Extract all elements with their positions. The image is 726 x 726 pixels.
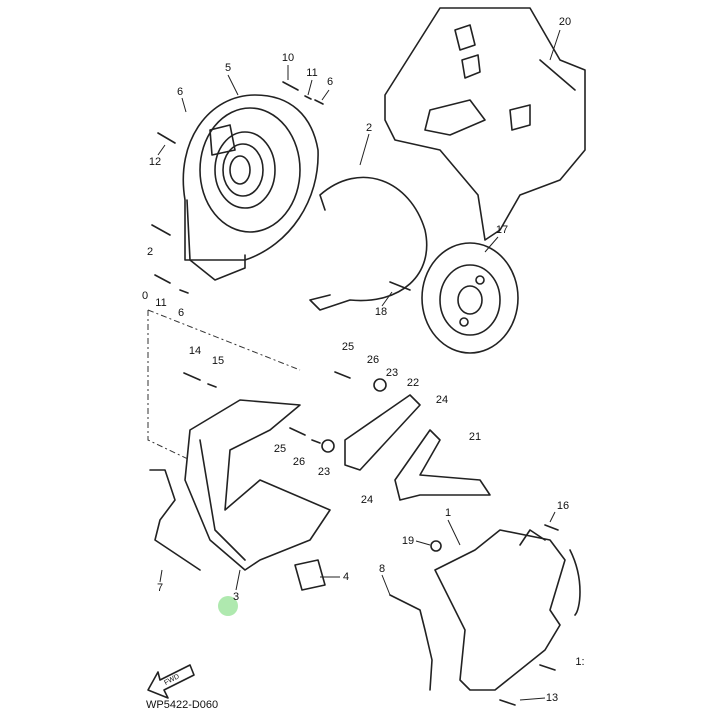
flywheel-fan-part-17 <box>421 242 519 354</box>
label-20: 20 <box>558 16 572 28</box>
label-19: 19 <box>401 535 415 547</box>
label-22: 22 <box>406 377 420 389</box>
highlight-marker <box>218 596 238 616</box>
label-1: 1 <box>444 507 452 519</box>
label-24: 24 <box>435 394 449 406</box>
pipe-part-8 <box>389 594 433 691</box>
label-23: 23 <box>317 466 331 478</box>
crankcase-cover-part-1 <box>434 529 581 691</box>
label-16: 16 <box>556 500 570 512</box>
label-25: 25 <box>341 341 355 353</box>
band-part-2 <box>309 176 428 311</box>
fwd-arrow-icon <box>147 664 195 699</box>
plate-part-4 <box>294 559 326 591</box>
label-8: 8 <box>378 563 386 575</box>
label-25: 25 <box>273 443 287 455</box>
label-6: 6 <box>176 86 184 98</box>
fan-cover-part-5 <box>182 94 319 281</box>
label-4: 4 <box>342 571 350 583</box>
diagram-code: WP5422-D060 <box>146 699 219 711</box>
label-13: 13 <box>545 692 559 704</box>
label-6: 6 <box>326 76 334 88</box>
label-11: 11 <box>155 297 167 309</box>
label-7: 7 <box>156 582 164 594</box>
label-6: 6 <box>177 307 185 319</box>
label-10: 10 <box>281 52 295 64</box>
label-26: 26 <box>366 354 380 366</box>
label-12: 12 <box>148 156 162 168</box>
bracket-part-21 <box>394 429 491 501</box>
leader-lines <box>157 29 561 701</box>
label-17: 17 <box>495 224 509 236</box>
label-2: 2 <box>365 122 373 134</box>
label-23: 23 <box>385 367 399 379</box>
label-21: 21 <box>468 431 482 443</box>
label-13-partial: 1: <box>575 656 585 668</box>
frame-cover-part-20 <box>384 7 586 241</box>
label-12-partial: 2 <box>146 246 154 258</box>
label-15: 15 <box>211 355 225 367</box>
label-18: 18 <box>374 306 388 318</box>
label-10-partial: 0 <box>141 290 149 302</box>
label-3: 3 <box>232 591 240 603</box>
pipe-part-7 <box>149 469 201 571</box>
bracket-part-22 <box>344 394 421 471</box>
label-11: 11 <box>306 67 318 79</box>
shroud-part-3 <box>147 309 331 571</box>
label-14: 14 <box>188 345 202 357</box>
label-24: 24 <box>360 494 374 506</box>
label-26: 26 <box>292 456 306 468</box>
label-5: 5 <box>224 62 232 74</box>
bolts <box>151 81 559 706</box>
